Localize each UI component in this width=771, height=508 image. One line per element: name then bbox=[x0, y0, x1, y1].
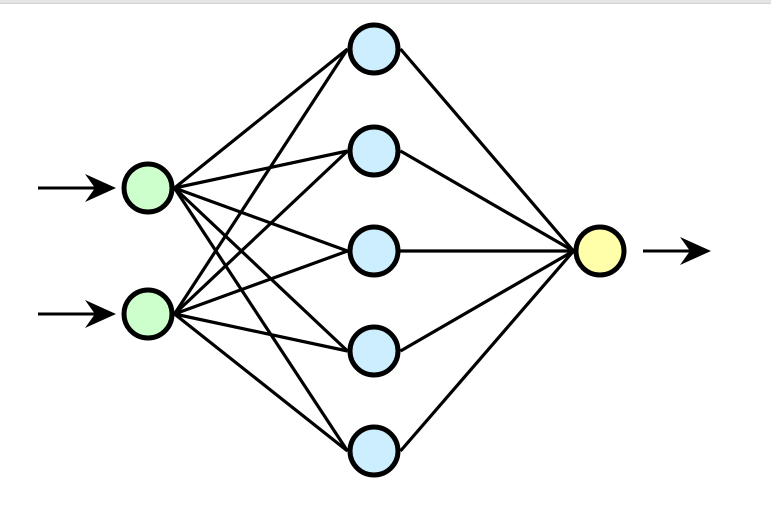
edge-hidden-to-output bbox=[399, 249, 575, 353]
edge-hidden-to-output bbox=[399, 47, 575, 253]
edge-input-to-hidden bbox=[173, 186, 349, 253]
hidden-node bbox=[347, 324, 401, 378]
edge-input-to-hidden bbox=[173, 312, 349, 453]
edge-hidden-to-output bbox=[399, 149, 575, 253]
input-node bbox=[121, 287, 175, 341]
edge-input-to-hidden bbox=[173, 149, 349, 316]
edge-input-to-hidden bbox=[174, 312, 348, 353]
edge-input-to-hidden bbox=[173, 48, 349, 315]
output-node bbox=[573, 224, 627, 278]
edge-hidden-to-output bbox=[399, 249, 575, 453]
window-top-strip bbox=[0, 0, 771, 4]
edge-input-to-hidden bbox=[173, 186, 349, 353]
hidden-node bbox=[347, 424, 401, 478]
hidden-node bbox=[347, 124, 401, 178]
input-arrowhead bbox=[85, 174, 116, 202]
edge-input-to-hidden bbox=[173, 187, 349, 452]
input-node bbox=[121, 161, 175, 215]
input-arrowhead bbox=[85, 300, 116, 328]
edge-input-to-hidden bbox=[173, 47, 349, 190]
hidden-node bbox=[347, 224, 401, 278]
edge-input-to-hidden bbox=[173, 249, 349, 316]
hidden-node bbox=[347, 22, 401, 76]
output-arrowhead bbox=[680, 237, 711, 265]
edge-input-to-hidden bbox=[174, 149, 348, 190]
